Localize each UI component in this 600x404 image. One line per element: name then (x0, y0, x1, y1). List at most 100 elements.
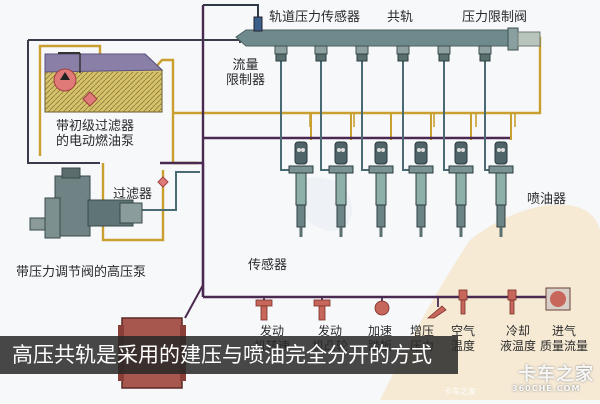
injector-nozzle-holder (376, 204, 386, 228)
sensor-label-line1: 冷却 (506, 324, 531, 338)
sensor-icon (374, 300, 390, 316)
sensor-label-line1: 发动 (318, 324, 343, 338)
high-pressure-line (361, 60, 371, 171)
label-rail-pressure-sensor: 轨道压力传感器 (269, 10, 361, 25)
injector-body (295, 172, 307, 206)
injector-detail (457, 148, 461, 152)
rail-outlet (437, 45, 451, 55)
injector-nozzle-holder (416, 204, 426, 228)
injector-detail (501, 148, 505, 152)
injector-detail (381, 148, 385, 152)
high-pressure-line (402, 60, 411, 171)
rail-outlet (355, 45, 369, 55)
speed-sensor-body (318, 305, 326, 321)
sensor-label-line2: 质量流量 (540, 339, 589, 353)
injector-body (455, 172, 467, 206)
injector-head (334, 141, 348, 165)
primary-filter (82, 91, 98, 107)
pump-top (61, 167, 81, 179)
injector-detail (421, 148, 425, 152)
injector-nozzle (339, 227, 343, 237)
pressure-limit-valve-body (517, 31, 541, 47)
rail-outlet (478, 45, 492, 55)
components (29, 16, 571, 389)
signal-line (160, 5, 205, 165)
injector-head (454, 141, 468, 165)
label-pressure-limit-valve: 压力限制阀 (462, 10, 528, 25)
injector-body (415, 172, 427, 206)
boost-sensor (426, 305, 447, 319)
flow-limiter (356, 53, 368, 62)
caption-bar (0, 336, 458, 374)
pipe-lines (27, 4, 560, 319)
signal-line (27, 155, 100, 164)
label-fuel-pump-line2: 的电动燃油泵 (56, 134, 135, 149)
temp-sensor-body (460, 299, 466, 315)
injector-head (294, 141, 308, 165)
injector-detail (417, 148, 421, 152)
injector (368, 141, 394, 237)
injector-detail (461, 148, 465, 152)
injector-detail (301, 148, 305, 152)
label-fuel-pump: 带初级过滤器 的电动燃油泵 (56, 119, 134, 149)
fuel-tank-top (44, 53, 164, 73)
sensor-icon (458, 289, 468, 315)
sensor-label-line1: 增压 (410, 324, 435, 338)
pump-arrow-icon (60, 72, 70, 80)
low-pressure-line (38, 44, 102, 156)
label-injectors: 喷油器 (527, 192, 567, 207)
label-flow-limiter-line2: 限制器 (226, 73, 266, 88)
injector-nozzle-holder (496, 204, 506, 228)
injector-nozzle-holder (456, 204, 466, 228)
injector-nozzle (299, 227, 303, 237)
sensor-label: 冷却液温度 (500, 324, 536, 354)
speed-sensor-body (260, 305, 268, 321)
signal-line (184, 284, 204, 319)
high-pressure-line (443, 60, 451, 171)
injector-collar (328, 165, 354, 174)
injector-nozzle (419, 227, 423, 237)
injector-nozzle (379, 227, 383, 237)
sensor-label-line1: 进气 (552, 324, 577, 338)
injector-collar (368, 165, 394, 174)
rail-outlet (396, 45, 410, 55)
sensor-label-line1: 加速 (368, 324, 393, 338)
temp-sensor-head (458, 289, 468, 301)
temp-sensor-head (507, 289, 517, 301)
pedal-sensor (374, 300, 390, 316)
label-common-rail: 共轨 (387, 10, 414, 25)
flow-limiter (438, 53, 450, 62)
fuel-filter (157, 176, 169, 188)
label-filter: 过滤器 (113, 187, 153, 202)
sensor-icon (426, 305, 447, 319)
mass-airflow-core (550, 291, 566, 307)
injector-detail (337, 148, 341, 152)
label-flow-limiter-line1: 流量 (232, 58, 259, 73)
injector-collar (408, 165, 434, 174)
flow-limiter (397, 53, 409, 62)
label-fuel-pump-line1: 带初级过滤器 (56, 119, 135, 134)
sensor-label-line2: 液温度 (500, 339, 537, 353)
common-rail (235, 29, 509, 47)
rail-pressure-sensor (253, 16, 263, 32)
sensor-label: 进气质量流量 (540, 324, 588, 354)
sensor-label-line1: 发动 (260, 324, 285, 338)
sensor-label-line1: 空气 (451, 324, 476, 338)
regulator-valve (119, 202, 143, 224)
rail-outlet (314, 45, 328, 55)
sensor-icon (255, 299, 273, 321)
speed-sensor-head (313, 299, 331, 307)
high-pressure-line (320, 60, 331, 171)
injector-body (375, 172, 387, 206)
injector (408, 141, 434, 237)
sensor-signal-line (203, 4, 259, 18)
injector-detail (297, 148, 301, 152)
injector-head (414, 141, 428, 165)
flow-limiter (479, 53, 491, 62)
speed-sensor-head (255, 299, 273, 307)
pressure-limit-valve (507, 27, 519, 51)
injector-nozzle-holder (336, 204, 346, 228)
injector-nozzle (499, 227, 503, 237)
flow-limiter (275, 53, 287, 62)
